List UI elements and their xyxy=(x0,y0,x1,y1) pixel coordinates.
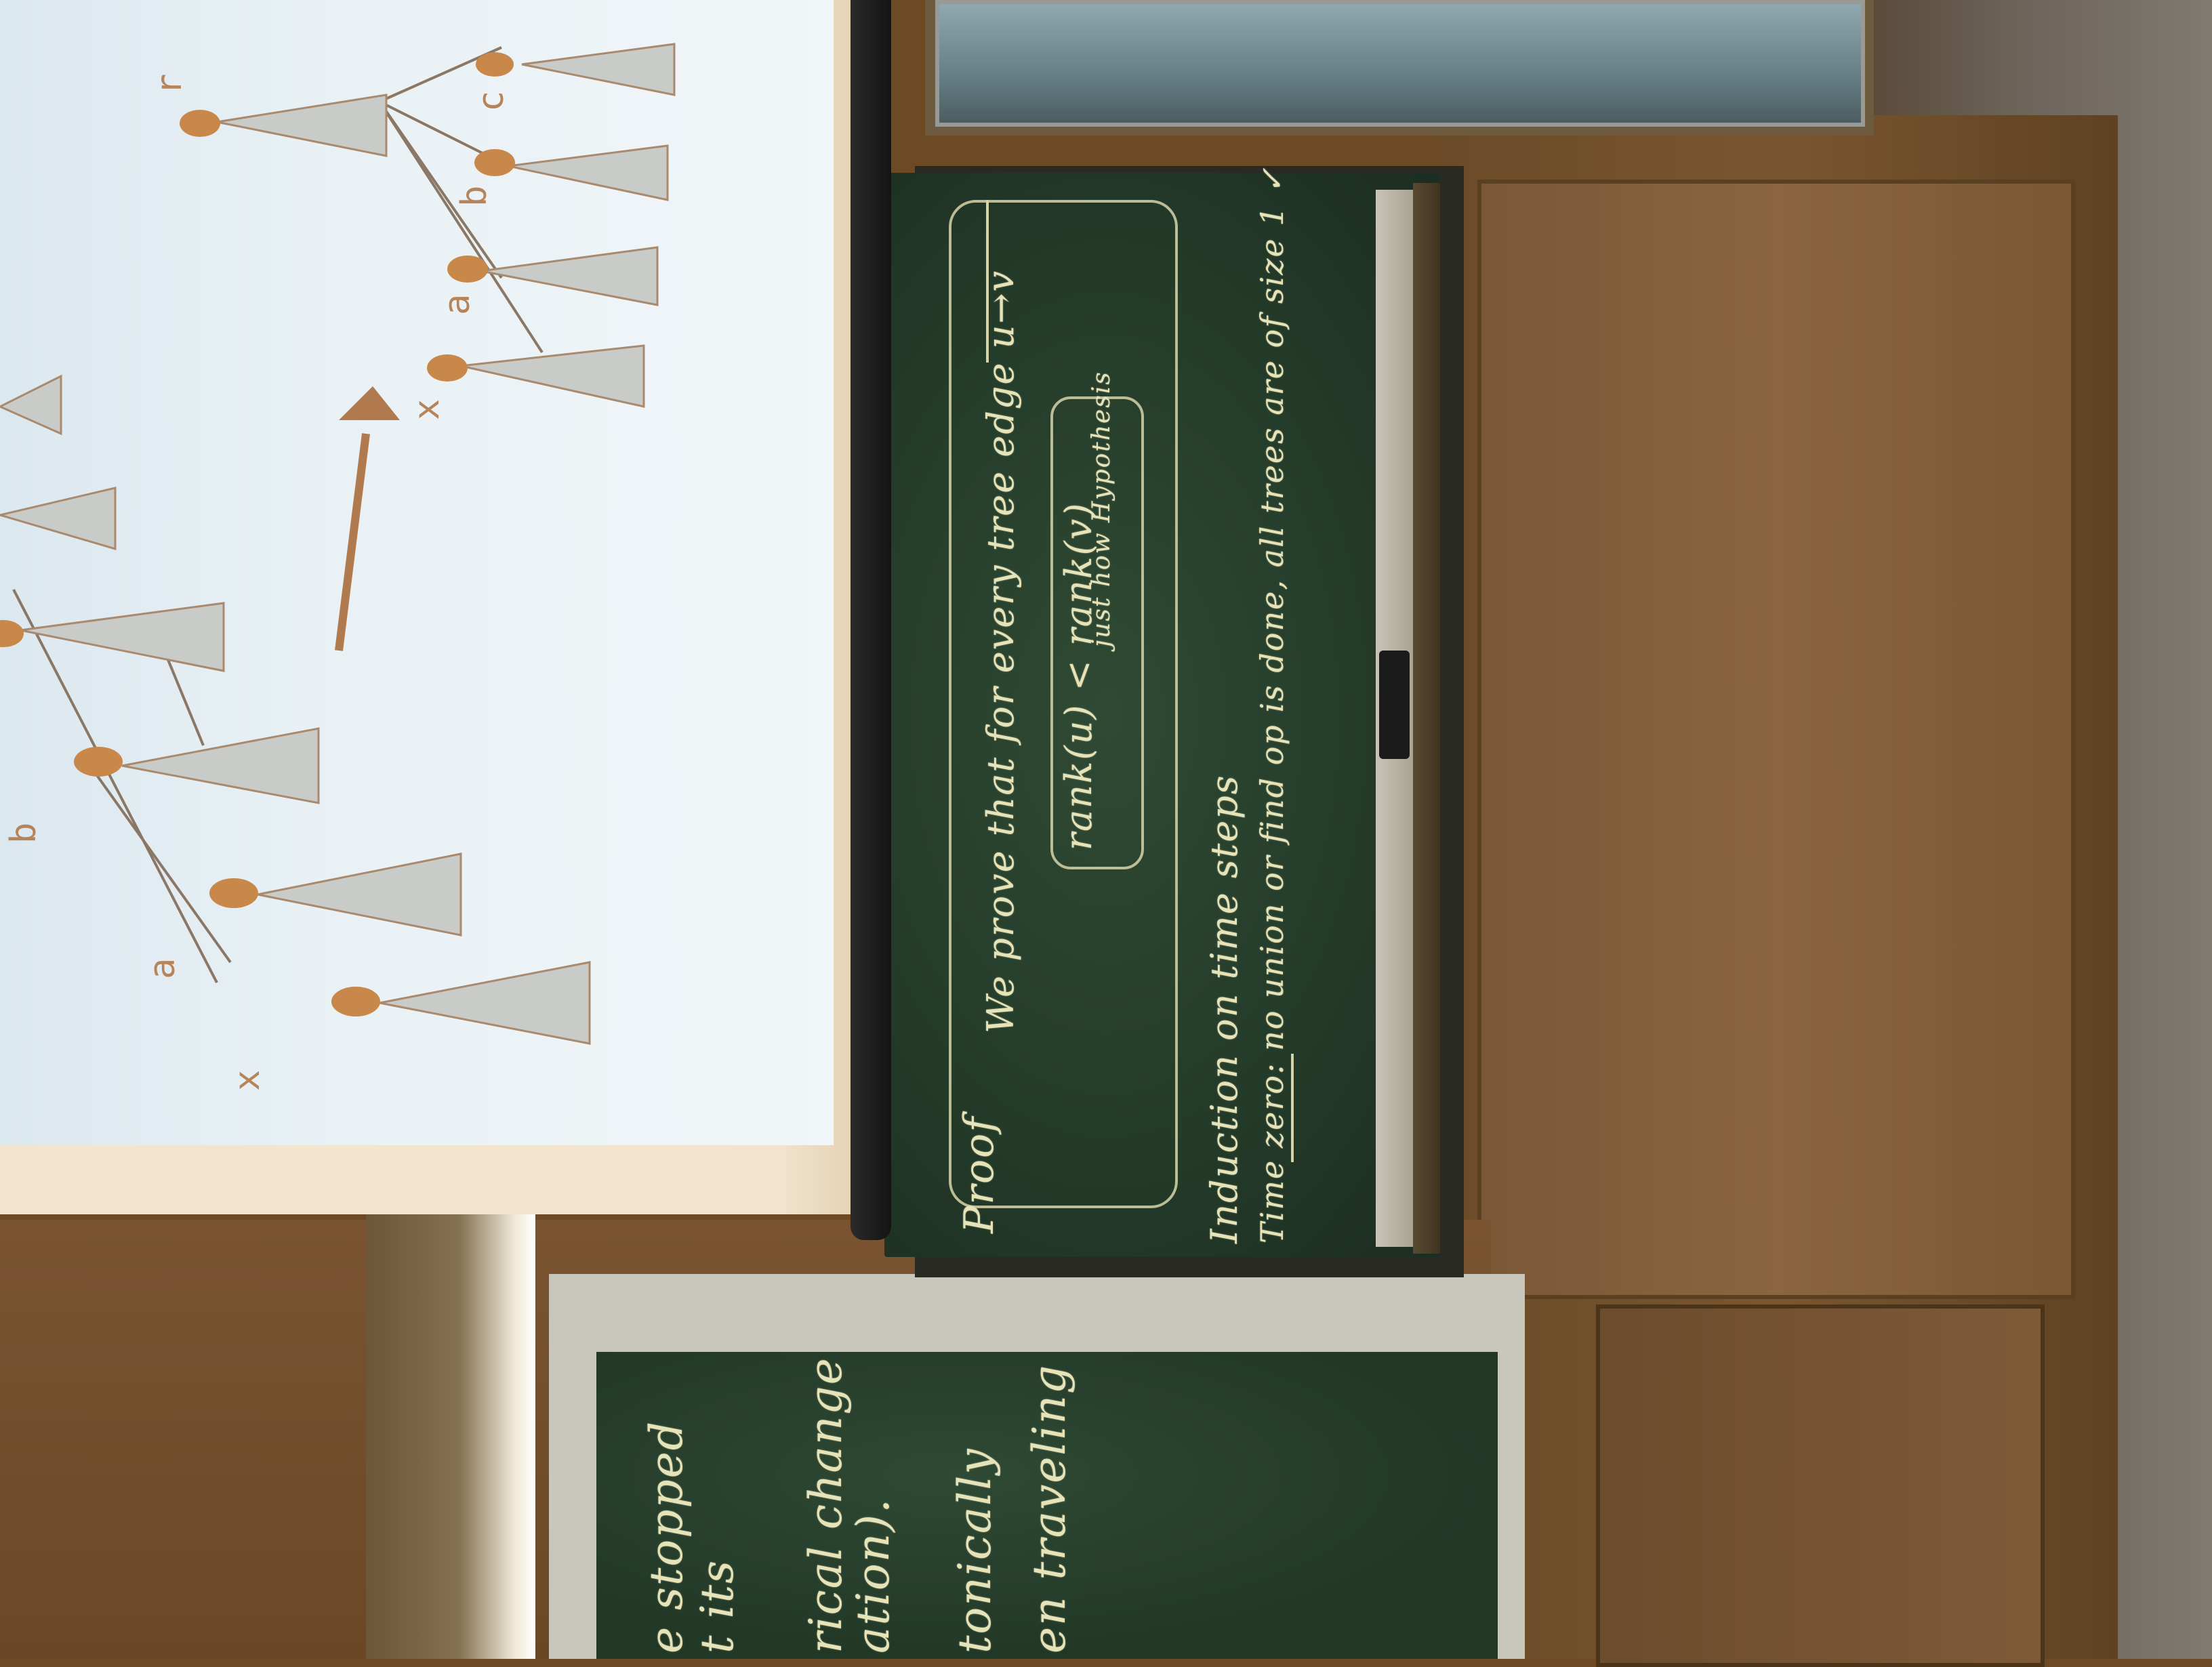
chalk-line: en traveling xyxy=(1023,1363,1076,1653)
slide-label-r: r xyxy=(149,73,190,95)
chalk-heading: Proof xyxy=(956,1115,1003,1233)
tree-nodes xyxy=(0,52,515,1016)
subtree-triangle xyxy=(121,727,320,804)
subtree-triangle xyxy=(460,344,645,408)
tree-edge xyxy=(378,100,503,279)
chalk-line: rical change xyxy=(800,1357,852,1653)
tree-edge xyxy=(378,100,544,354)
subtree-triangle xyxy=(216,94,388,157)
tree-node xyxy=(476,52,514,77)
chalk-underline xyxy=(986,200,989,363)
subtree-triangle xyxy=(480,246,659,306)
chalk-line: t its xyxy=(691,1559,743,1653)
chalk-line: We prove that for every tree edge u→v xyxy=(979,270,1022,1033)
subtree-triangle xyxy=(521,43,676,96)
chalk-box-rank xyxy=(1050,396,1144,869)
subtree-triangle xyxy=(0,374,62,436)
secondary-chalkboard: e stopped t its rical change ation). ton… xyxy=(596,1352,1498,1659)
slide-content: x a b r x a b c xyxy=(0,0,834,1145)
subtree-triangle xyxy=(20,602,225,672)
chalk-line: just how Hypothesis xyxy=(1088,371,1115,647)
main-chalkboard: Proof We prove that for every tree edge … xyxy=(884,166,1440,1257)
board-eraser xyxy=(1379,651,1410,759)
slide-label-x: x xyxy=(227,1069,268,1091)
slide-label-x-right: x xyxy=(407,398,447,420)
union-find-tree-diagram xyxy=(0,43,676,1045)
projector-screen-roller xyxy=(851,0,891,1240)
subtree-triangle xyxy=(379,961,591,1045)
window-glass xyxy=(935,0,1865,127)
subtree-triangle xyxy=(508,144,669,201)
chalk-line: Induction on time steps xyxy=(1203,774,1246,1243)
tree-node xyxy=(427,354,468,382)
slide-label-a-right: a xyxy=(437,293,478,315)
slide-label-a: a xyxy=(142,958,183,979)
tree-node xyxy=(0,620,24,647)
slide-label-c-right: c xyxy=(471,90,512,112)
tree-node xyxy=(180,110,220,137)
tree-edge xyxy=(379,100,489,157)
board-trim xyxy=(1413,183,1440,1254)
tree-node xyxy=(447,255,488,283)
slide-label-b-right: b xyxy=(454,185,495,207)
subtrees xyxy=(0,43,676,1045)
wood-panel-lower xyxy=(1596,1304,2045,1667)
tree-node xyxy=(209,878,258,908)
wood-panel xyxy=(1477,180,2075,1299)
arrow-icon xyxy=(335,386,400,651)
chalk-underline xyxy=(1291,1054,1294,1162)
subtree-triangle xyxy=(257,852,462,937)
chalk-line: ation). xyxy=(847,1498,899,1653)
tree-node xyxy=(331,987,380,1016)
tree-node xyxy=(74,747,123,777)
chalk-line: e stopped xyxy=(640,1420,693,1653)
wall-pillar xyxy=(366,1166,535,1659)
slide-label-b: b xyxy=(3,822,44,844)
chalk-line: Time zero: no union or find op is done, … xyxy=(1254,166,1290,1243)
tree-edge xyxy=(12,589,218,983)
chalk-line: tonically xyxy=(949,1447,1001,1653)
tree-edge xyxy=(94,771,232,964)
chalk-box-statement xyxy=(949,200,1178,1208)
subtree-triangle xyxy=(0,487,117,551)
tree-node xyxy=(474,149,515,176)
